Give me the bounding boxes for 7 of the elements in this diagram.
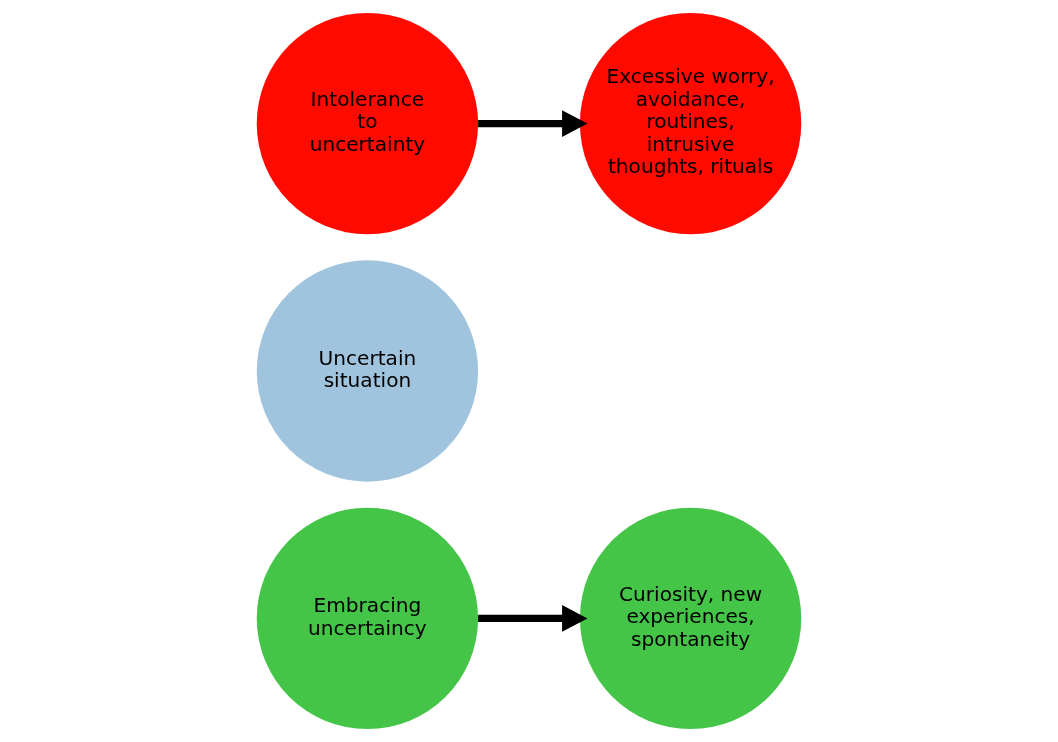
node-circle: Embracing uncertaincy bbox=[256, 507, 479, 730]
arrow bbox=[478, 605, 588, 632]
node-circle: Curiosity, new experiences, spontaneity bbox=[579, 507, 802, 730]
node-circle: Uncertain situation bbox=[256, 260, 479, 482]
node-circle: Intolerance to uncertainty bbox=[256, 12, 479, 235]
node-circle: Excessive worry, avoidance, routines, intrusive thoughts, rituals bbox=[579, 12, 802, 235]
arrow bbox=[478, 110, 588, 137]
